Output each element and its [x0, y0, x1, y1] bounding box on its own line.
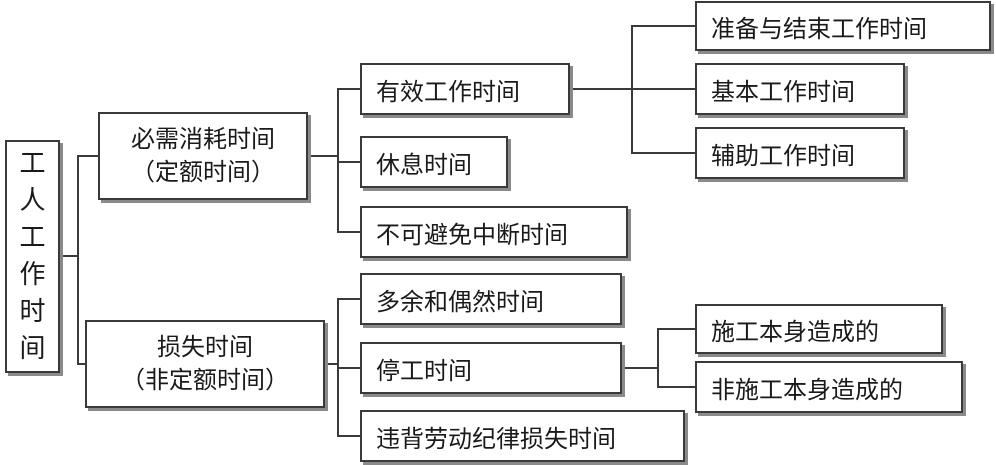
necessary-time-box: 必需消耗时间 （定额时间）: [98, 112, 308, 200]
auxiliary-work-time-label: 辅助工作时间: [711, 141, 855, 170]
rest-time-label: 休息时间: [376, 150, 472, 179]
rest-time-box: 休息时间: [360, 136, 508, 188]
root-char: 工: [19, 148, 46, 179]
root-char: 人: [19, 185, 46, 216]
necessary-time-label: 必需消耗时间: [131, 125, 275, 153]
construction-caused-box: 施工本身造成的: [695, 304, 943, 354]
non-construction-caused-label: 非施工本身造成的: [711, 375, 903, 404]
preparation-ending-time-label: 准备与结束工作时间: [711, 14, 927, 43]
effective-work-time-box: 有效工作时间: [360, 63, 570, 115]
preparation-ending-time-box: 准备与结束工作时间: [695, 1, 991, 51]
unavoidable-interruption-box: 不可避免中断时间: [360, 206, 628, 258]
root-char: 间: [19, 333, 46, 364]
root-box: 工 人 工 作 时 间: [5, 140, 60, 373]
auxiliary-work-time-box: 辅助工作时间: [695, 127, 905, 179]
surplus-accidental-time-label: 多余和偶然时间: [376, 287, 544, 316]
work-stoppage-time-box: 停工时间: [360, 342, 622, 394]
lost-time-label: 损失时间: [157, 333, 253, 361]
basic-work-time-box: 基本工作时间: [695, 63, 905, 115]
effective-work-time-label: 有效工作时间: [376, 77, 520, 106]
lost-time-box: 损失时间 （非定额时间）: [85, 320, 325, 408]
root-char: 工: [19, 222, 46, 253]
construction-caused-label: 施工本身造成的: [711, 317, 879, 346]
lost-time-sublabel: （非定额时间）: [121, 366, 289, 394]
discipline-violation-loss-label: 违背劳动纪律损失时间: [376, 424, 616, 453]
work-stoppage-time-label: 停工时间: [376, 356, 472, 385]
non-construction-caused-box: 非施工本身造成的: [695, 361, 963, 413]
necessary-time-sublabel: （定额时间）: [131, 158, 275, 186]
discipline-violation-loss-box: 违背劳动纪律损失时间: [360, 410, 685, 462]
unavoidable-interruption-label: 不可避免中断时间: [376, 220, 568, 249]
root-char: 作: [19, 259, 46, 290]
root-char: 时: [19, 296, 46, 327]
basic-work-time-label: 基本工作时间: [711, 77, 855, 106]
surplus-accidental-time-box: 多余和偶然时间: [360, 273, 622, 325]
